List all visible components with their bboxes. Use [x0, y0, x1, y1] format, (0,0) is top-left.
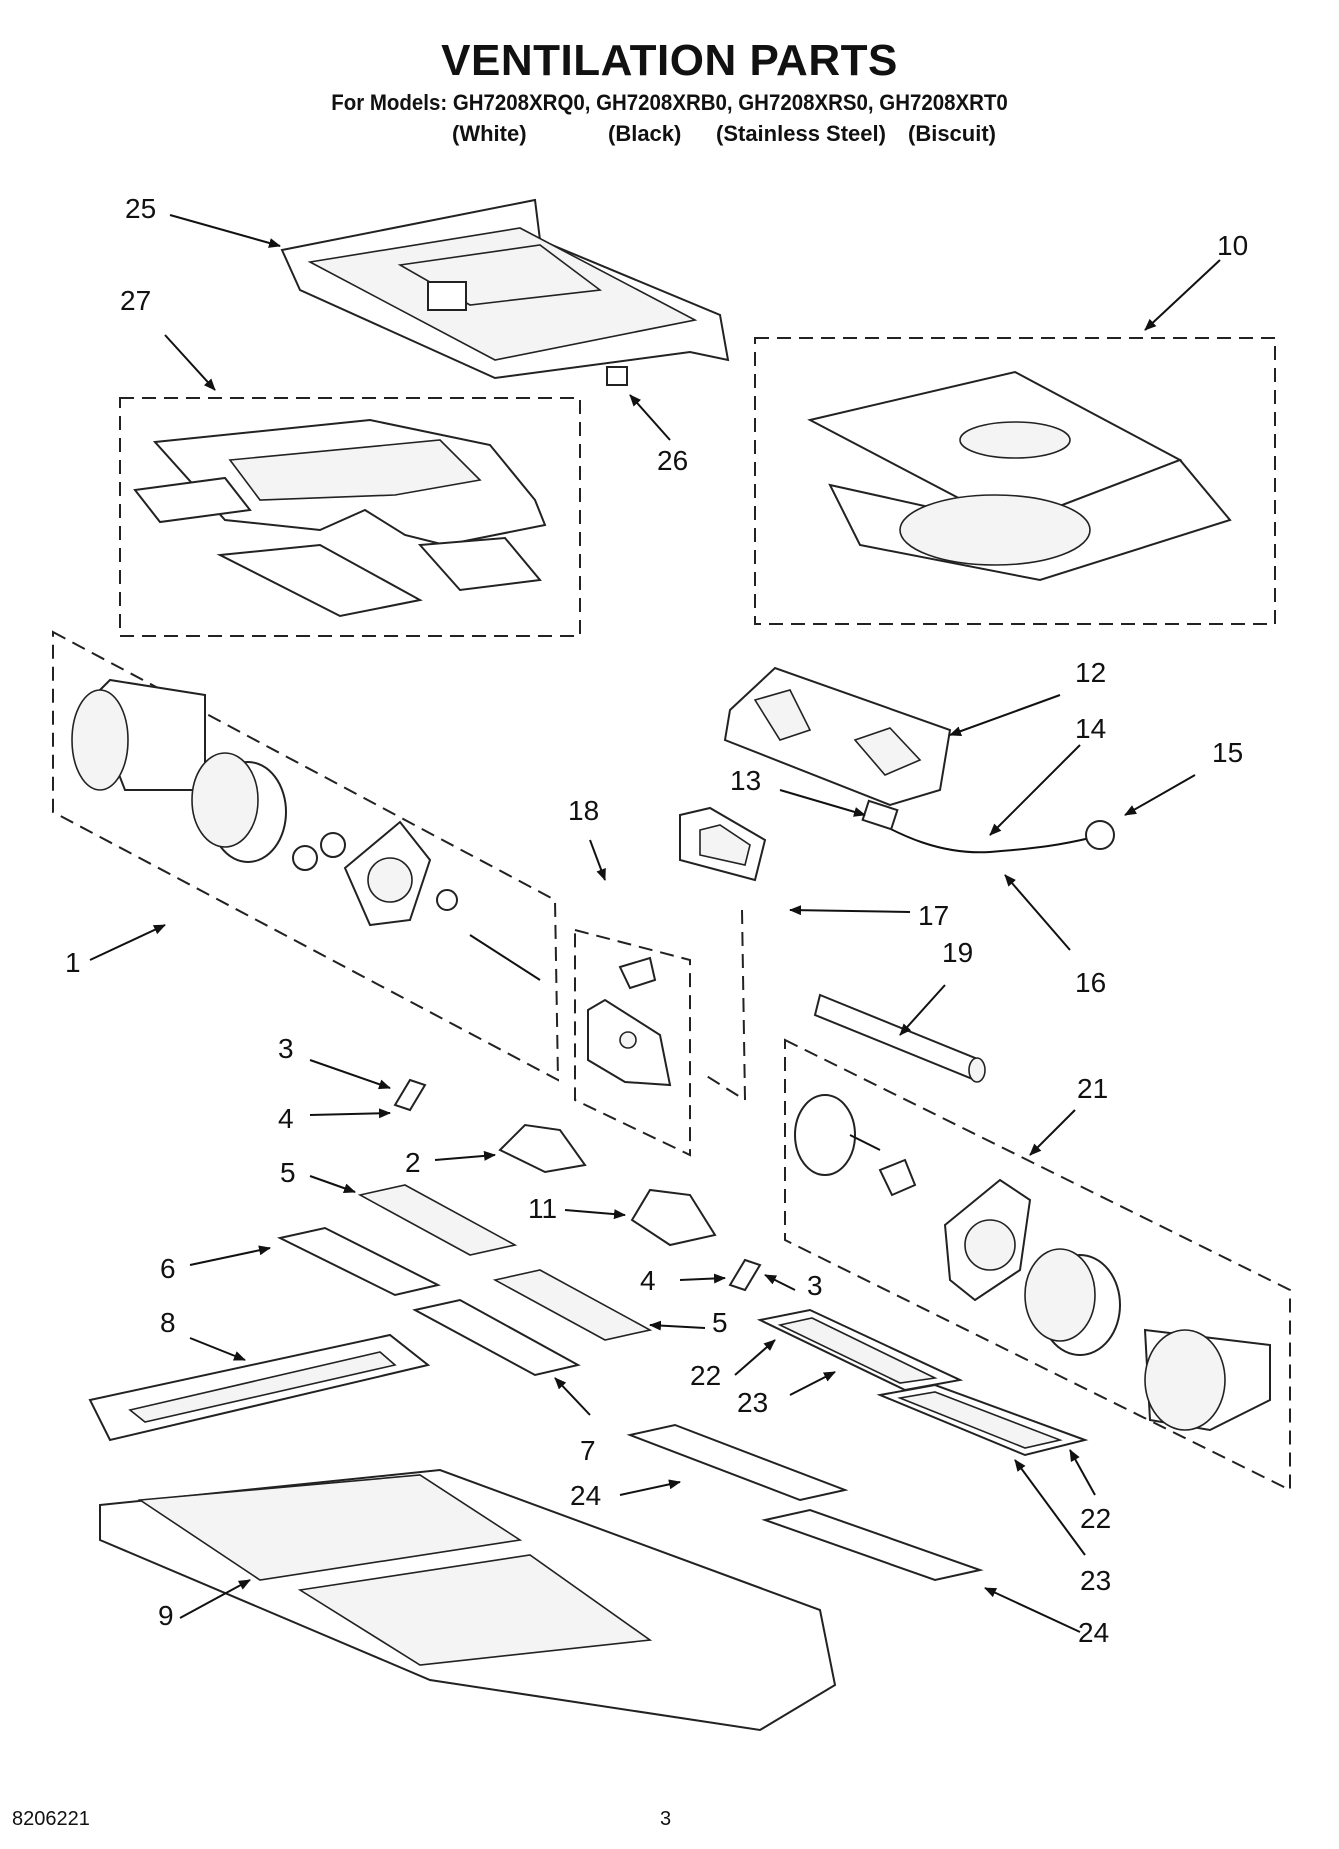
- part-26-clip: [606, 366, 628, 386]
- part-24-mesh-upper: [626, 1423, 849, 1502]
- frame-21: [784, 1038, 1291, 1492]
- callout-6: 6: [160, 1253, 176, 1284]
- callout-23b: 23: [1080, 1565, 1111, 1596]
- frame-27: [119, 397, 581, 637]
- callout-26: 26: [657, 445, 688, 476]
- callout-9: 9: [158, 1600, 174, 1631]
- callout-5a: 5: [280, 1157, 296, 1188]
- callout-5b: 5: [712, 1307, 728, 1338]
- part-12-control-bracket: [723, 666, 952, 807]
- part-10-charcoal-filter: [807, 370, 1232, 582]
- callout-labels: 25 27 26 10 1 12 13 14 15 16 17 18 19 21…: [65, 193, 1248, 1648]
- callout-19: 19: [942, 937, 973, 968]
- frame-10: [754, 337, 1276, 625]
- callout-7: 7: [580, 1435, 596, 1466]
- callout-24a: 24: [570, 1480, 601, 1511]
- callout-15: 15: [1212, 737, 1243, 768]
- callout-14: 14: [1075, 713, 1106, 744]
- frame-18: [574, 928, 691, 1157]
- callout-16: 16: [1075, 967, 1106, 998]
- callout-3b: 3: [807, 1270, 823, 1301]
- callout-13: 13: [730, 765, 761, 796]
- model-numbers: For Models: GH7208XRQ0, GH7208XRB0, GH72…: [331, 90, 1008, 115]
- variant-black: (Black): [608, 121, 682, 146]
- part-27-insulation-kit: [133, 418, 547, 618]
- part-14-wire-harness: [861, 799, 1115, 854]
- callout-21: 21: [1077, 1073, 1108, 1104]
- callout-2: 2: [405, 1147, 421, 1178]
- part-7-frame: [412, 1298, 581, 1377]
- callout-11: 11: [528, 1193, 557, 1224]
- part-3-4-damper-right: [728, 1258, 762, 1292]
- part-17-grille: [679, 806, 767, 882]
- part-1-blower-assembly: [71, 678, 541, 981]
- part-19-ribbed-shaft: [813, 993, 986, 1083]
- callout-4a: 4: [278, 1103, 294, 1134]
- callout-8: 8: [160, 1307, 176, 1338]
- leader-arrows: [89, 214, 1221, 1633]
- page-title: VENTILATION PARTS: [441, 36, 898, 85]
- variant-white: (White): [452, 121, 527, 146]
- callout-24b: 24: [1078, 1617, 1109, 1648]
- callout-25: 25: [125, 193, 156, 224]
- part-6-frame: [277, 1226, 441, 1297]
- callout-23a: 23: [737, 1387, 768, 1418]
- variant-stainless-steel: (Stainless Steel): [716, 121, 886, 146]
- callout-18: 18: [568, 795, 599, 826]
- part-25-top-cover: [280, 198, 730, 380]
- part-22-23-filter-right: [876, 1383, 1089, 1457]
- part-21-blower-assembly: [794, 1094, 1271, 1432]
- part-3-4-damper-left: [393, 1078, 427, 1112]
- part-11-duct: [630, 1188, 717, 1247]
- document-number: 8206221: [12, 1808, 90, 1830]
- variant-biscuit: (Biscuit): [908, 121, 996, 146]
- frame-connector: [704, 909, 747, 1102]
- part-5-filter-upper: [357, 1184, 518, 1256]
- callout-27: 27: [120, 285, 151, 316]
- callout-1: 1: [65, 947, 81, 978]
- callout-4b: 4: [640, 1265, 656, 1296]
- part-18-bracket: [587, 956, 672, 1087]
- part-22-23-filter-left: [756, 1308, 964, 1392]
- callout-17: 17: [918, 900, 949, 931]
- page-number: 3: [660, 1808, 672, 1830]
- part-8-rail: [88, 1333, 431, 1442]
- part-5-filter-lower: [492, 1269, 653, 1341]
- callout-22a: 22: [690, 1360, 721, 1391]
- part-2-duct: [498, 1123, 587, 1174]
- callout-12: 12: [1075, 657, 1106, 688]
- part-24-mesh-lower: [761, 1508, 984, 1582]
- part-9-bottom-panel: [99, 1468, 837, 1732]
- callout-3a: 3: [278, 1033, 294, 1064]
- callout-22b: 22: [1080, 1503, 1111, 1534]
- callout-10: 10: [1217, 230, 1248, 261]
- frame-1: [52, 630, 560, 1082]
